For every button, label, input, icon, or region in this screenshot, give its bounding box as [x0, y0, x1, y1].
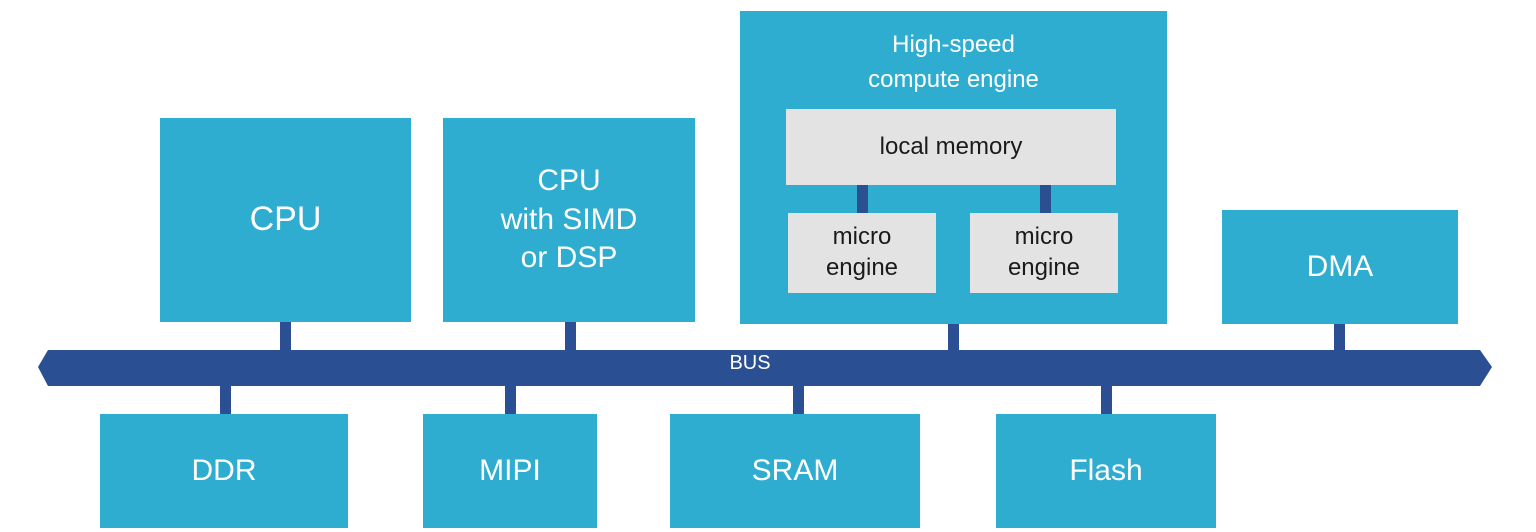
bus-label: BUS — [729, 352, 771, 374]
mipi-label: MIPI — [479, 453, 541, 487]
dma-label: DMA — [1306, 249, 1374, 283]
ddr-label: DDR — [191, 453, 257, 487]
micro-engine-2-connector — [1040, 185, 1051, 213]
compute-engine-title: High-speed compute engine — [868, 31, 1039, 93]
sram-block: SRAM — [670, 414, 920, 528]
cpu-block: CPU — [160, 118, 411, 322]
local-memory-block: local memory — [786, 109, 1116, 185]
micro-engine-1-label: micro engine — [825, 223, 899, 281]
flash-connector — [1101, 386, 1112, 414]
cpu-connector — [280, 322, 291, 350]
cpu-simd-block: CPU with SIMD or DSP — [443, 118, 695, 322]
sram-connector — [793, 386, 804, 414]
flash-label: Flash — [1069, 453, 1143, 487]
micro-engine-1-block: micro engine — [788, 213, 936, 293]
cpu-simd-label: CPU with SIMD or DSP — [500, 164, 638, 275]
flash-block: Flash — [996, 414, 1216, 528]
ddr-connector — [220, 386, 231, 414]
cpu-label: CPU — [249, 200, 322, 239]
mipi-connector — [505, 386, 516, 414]
mipi-block: MIPI — [423, 414, 597, 528]
micro-engine-2-label: micro engine — [1007, 223, 1081, 281]
dma-block: DMA — [1222, 210, 1458, 324]
local-memory-label: local memory — [879, 133, 1023, 160]
micro-engine-2-block: micro engine — [970, 213, 1118, 293]
ddr-block: DDR — [100, 414, 348, 528]
sram-label: SRAM — [751, 453, 839, 487]
compute-engine-connector — [948, 324, 959, 350]
cpu-simd-connector — [565, 322, 576, 350]
micro-engine-1-connector — [857, 185, 868, 213]
dma-connector — [1334, 324, 1345, 350]
